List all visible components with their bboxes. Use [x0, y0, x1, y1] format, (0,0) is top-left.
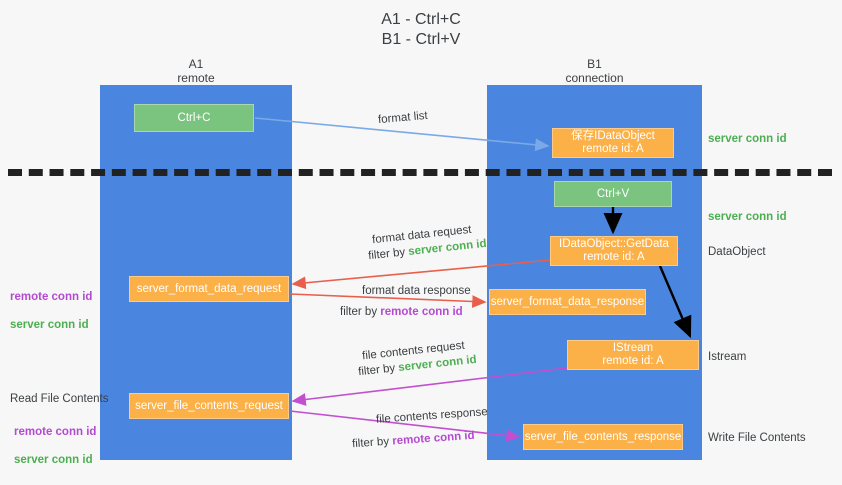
annotation-format-data-response: format data response [362, 285, 471, 297]
node-istream[interactable]: IStream remote id: A [567, 340, 699, 370]
filter-by-text: filter by [351, 435, 390, 451]
node-server-file-contents-response[interactable]: server_file_contents_response [523, 424, 683, 450]
label-conn-ids-lower: remote conn id server conn id [14, 411, 96, 481]
node-server-file-contents-request[interactable]: server_file_contents_request [129, 393, 289, 419]
label-dataobject: DataObject [708, 246, 766, 258]
server-conn-id-text: server conn id [14, 454, 93, 466]
node-idataobject-getdata[interactable]: IDataObject::GetData remote id: A [550, 236, 678, 266]
label-server-conn-id-top: server conn id [708, 133, 787, 145]
label-write-file-contents: Write File Contents [708, 432, 806, 444]
node-idataobject[interactable]: 保存IDataObject remote id: A [552, 128, 674, 158]
arrow-format-data-response [289, 293, 487, 308]
label-read-file-contents: Read File Contents [10, 393, 109, 405]
node-server-format-data-request[interactable]: server_format_data_request [129, 276, 289, 302]
arrow-getdata-to-istream [658, 265, 692, 339]
annotation-format-data-response-filter: filter by remote conn id [340, 305, 463, 320]
filter-by-text: filter by [340, 306, 378, 318]
filter-by-text: filter by [357, 362, 396, 379]
remote-conn-id-text: remote conn id [14, 426, 97, 438]
diagram-title: A1 - Ctrl+C B1 - Ctrl+V [381, 11, 461, 48]
node-ctrl-v[interactable]: Ctrl+V [554, 181, 672, 207]
arrow-format-list [254, 117, 550, 152]
label-istream: Istream [708, 351, 747, 363]
server-conn-id-text: server conn id [10, 319, 89, 331]
label-server-conn-id-second: server conn id [708, 211, 787, 223]
section-divider [8, 169, 832, 176]
lane-header-a1: A1 remote [177, 57, 215, 85]
remote-conn-id-text: remote conn id [380, 306, 463, 318]
lane-header-b1: B1 connection [565, 57, 624, 85]
filter-by-text: filter by [367, 246, 406, 263]
node-ctrl-c[interactable]: Ctrl+C [134, 104, 254, 132]
label-conn-ids-upper: remote conn id server conn id [10, 276, 92, 346]
arrow-file-contents-response [289, 410, 521, 442]
remote-conn-id-text: remote conn id [10, 291, 93, 303]
node-server-format-data-response[interactable]: server_format_data_response [489, 289, 646, 315]
